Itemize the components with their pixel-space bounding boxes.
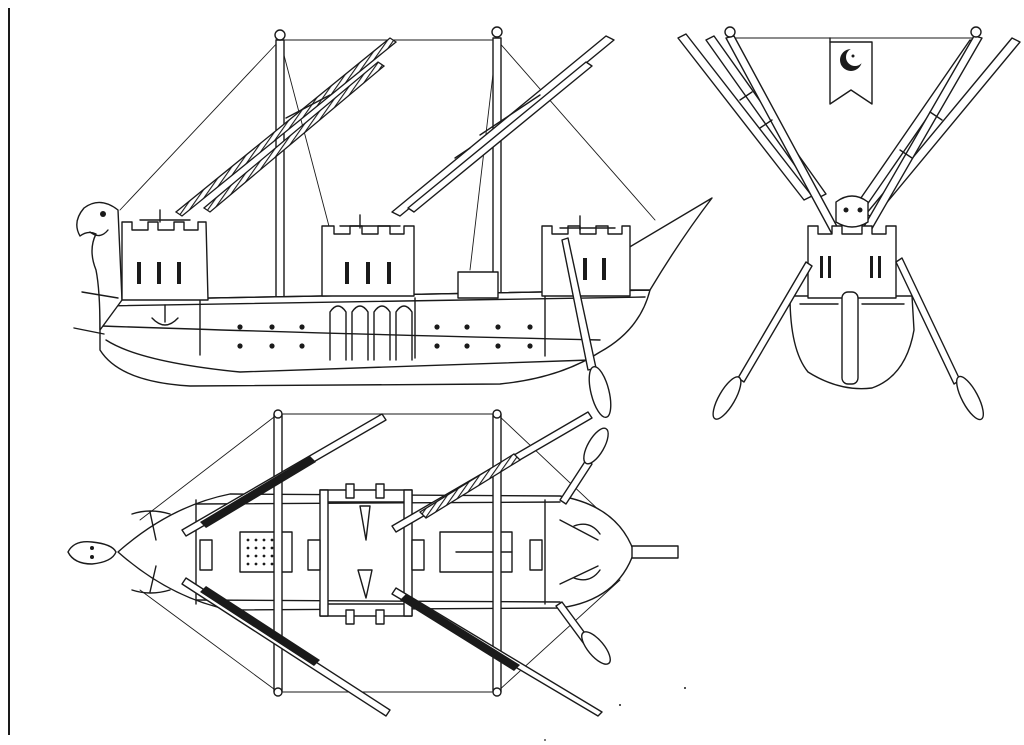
figurehead (73, 201, 123, 335)
plan-masts (273, 409, 502, 697)
plan-fore-castle (131, 510, 601, 594)
side-elevation-view (73, 26, 713, 419)
plan-yards (181, 411, 603, 717)
banner (829, 37, 873, 105)
side-hull (99, 271, 651, 387)
plan-mid-castle (319, 483, 413, 625)
bow-hull (789, 195, 915, 390)
crescent-moon-icon (840, 48, 864, 71)
plan-rigging (139, 413, 621, 693)
stern-post (627, 197, 713, 291)
bow-oars (712, 257, 984, 421)
plan-view (67, 409, 679, 717)
bow-view (677, 26, 1021, 421)
side-oar-ports (237, 324, 533, 349)
plan-stern-post (631, 545, 679, 559)
bow-yards (677, 26, 1021, 235)
plan-steering-oars (555, 427, 611, 665)
steering-oar (561, 237, 612, 419)
plan-bow-head (67, 541, 117, 565)
paper-specks (544, 687, 686, 741)
plan-deck-fittings (199, 531, 543, 573)
side-yards (174, 35, 615, 217)
side-masts (274, 26, 503, 299)
side-castles (121, 209, 631, 361)
